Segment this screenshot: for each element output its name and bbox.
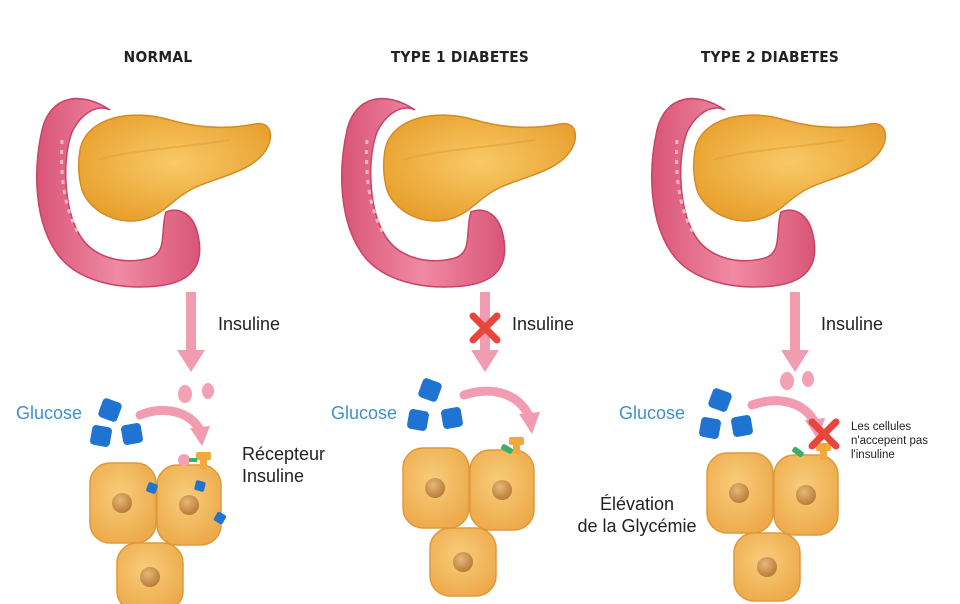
cross-icon <box>808 418 840 450</box>
insulin-label: Insuline <box>821 314 884 334</box>
cells <box>89 462 227 604</box>
insulin-molecule <box>780 372 794 390</box>
glucose-label: Glucose <box>16 403 83 423</box>
glucose-label: Glucose <box>331 403 398 423</box>
glycemia-note: Élévation de la Glycémie <box>577 494 697 536</box>
insulin-arrow <box>471 292 499 372</box>
resistance-note: Les cellules n'accepent pas l'insuline <box>851 421 929 461</box>
insulin-label: Insuline <box>218 314 281 334</box>
cells <box>402 447 535 597</box>
glucose-molecules <box>90 398 143 447</box>
panel-normal <box>35 97 272 604</box>
insulin-molecule <box>202 383 214 399</box>
insulin-arrow <box>781 292 809 372</box>
cells <box>706 452 839 602</box>
panel-title-type2: TYPE 2 DIABETES <box>700 48 840 66</box>
glucose-molecules <box>407 378 463 431</box>
panel-type1 <box>340 97 577 597</box>
panel-type2 <box>650 97 887 602</box>
pancreas-illustration <box>35 97 272 289</box>
glucose-flow-arrow <box>135 405 205 435</box>
receptor-note: Récepteur Insuline <box>242 444 326 486</box>
panel-title-type1: TYPE 1 DIABETES <box>390 48 530 66</box>
glucose-flow-arrow <box>747 396 820 428</box>
glucose-molecules <box>699 388 753 439</box>
insulin-label: Insuline <box>512 314 575 334</box>
glucose-flow-arrow <box>459 386 535 423</box>
insulin-receptor <box>501 437 524 454</box>
insulin-molecule <box>178 385 192 403</box>
glucose-label: Glucose <box>619 403 686 423</box>
pancreas-illustration <box>650 97 887 289</box>
insulin-molecule <box>802 371 814 387</box>
insulin-receptor <box>178 452 211 469</box>
insulin-receptor <box>792 443 831 460</box>
panel-title-normal: NORMAL <box>123 48 193 66</box>
insulin-arrow <box>177 292 205 372</box>
cross-icon <box>469 312 501 344</box>
pancreas-illustration <box>340 97 577 289</box>
